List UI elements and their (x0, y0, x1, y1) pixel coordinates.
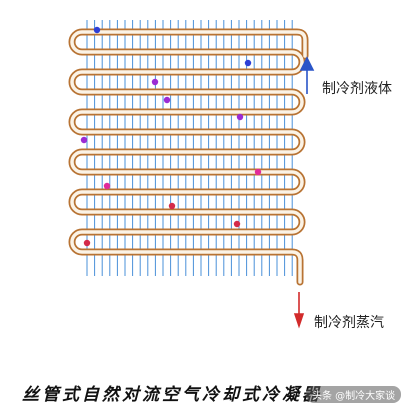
refrigerant-dot (151, 78, 159, 86)
inlet-arrow-icon (299, 56, 315, 94)
tube-outline (68, 28, 309, 286)
tube-core (70, 30, 307, 284)
refrigerant-dot (236, 113, 244, 121)
refrigerant-dots (80, 26, 262, 247)
refrigerant-liquid-label: 制冷剂液体 (322, 81, 392, 97)
diagram-caption: 丝管式自然对流空气冷却式冷凝器 (22, 385, 322, 405)
outlet-arrow-icon (293, 292, 305, 329)
flow-arrows (293, 56, 315, 329)
refrigerant-dot (103, 182, 111, 190)
refrigerant-dot (163, 96, 171, 104)
steel-wire-grid (86, 20, 293, 276)
refrigerant-vapor-label: 制冷剂蒸汽 (314, 315, 384, 331)
refrigerant-dot (80, 136, 88, 144)
watermark: 头条 @制冷大家谈 (306, 386, 402, 403)
refrigerant-dot (254, 168, 262, 176)
serpentine-tube (68, 28, 309, 286)
refrigerant-dot (83, 239, 91, 247)
refrigerant-dot (93, 26, 101, 34)
refrigerant-dot (168, 202, 176, 210)
refrigerant-dot (233, 220, 241, 228)
refrigerant-dot (244, 59, 252, 67)
